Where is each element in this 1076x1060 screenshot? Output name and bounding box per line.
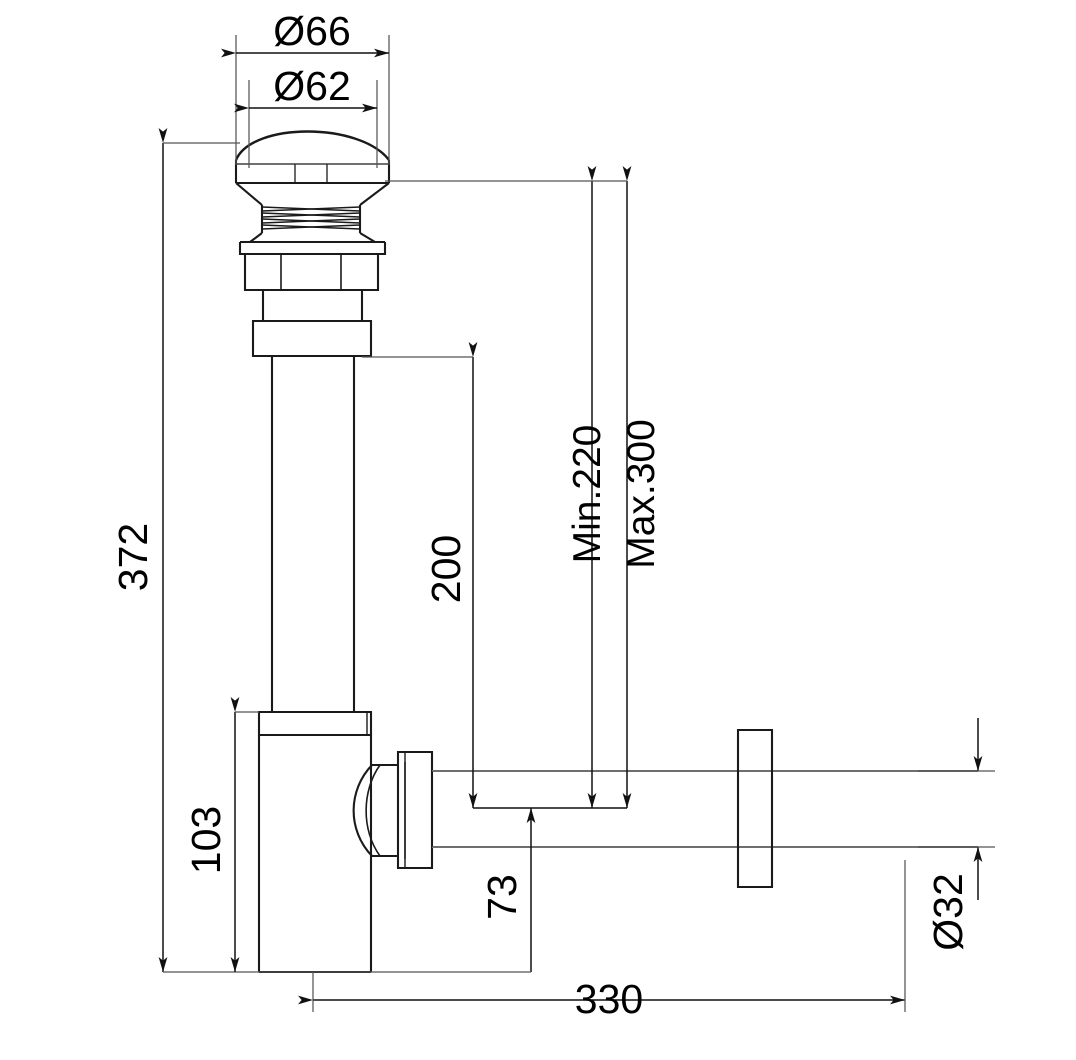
dim-label-min220: Min.220 bbox=[566, 425, 609, 564]
dim-label-73: 73 bbox=[479, 874, 525, 920]
dim-label-dia32: Ø32 bbox=[925, 873, 971, 951]
dim-dia32 bbox=[918, 718, 995, 900]
hex-nut bbox=[243, 254, 380, 292]
lock-nut bbox=[251, 319, 373, 358]
dim-label-200: 200 bbox=[423, 535, 469, 603]
dim-label-103: 103 bbox=[183, 806, 229, 874]
dim-dia62 bbox=[234, 80, 378, 168]
dim-103 bbox=[230, 697, 259, 972]
dim-label-dia62: Ø62 bbox=[273, 63, 351, 109]
dim-label-372: 372 bbox=[110, 523, 156, 591]
outlet-nut bbox=[396, 750, 434, 870]
tailpipe bbox=[270, 356, 356, 712]
dim-max300 bbox=[385, 166, 632, 808]
dimension-layer bbox=[158, 35, 995, 1012]
trap-collar bbox=[257, 710, 373, 737]
trap-body bbox=[257, 735, 373, 974]
shank-taper bbox=[249, 232, 376, 243]
dim-73 bbox=[259, 808, 536, 973]
dim-label-dia66: Ø66 bbox=[273, 8, 351, 54]
cap-taper bbox=[235, 182, 390, 206]
wall-flange bbox=[736, 728, 774, 889]
outlet-pipe bbox=[431, 769, 978, 849]
threaded-section bbox=[260, 205, 362, 233]
dim-label-330: 330 bbox=[575, 976, 643, 1022]
dim-372 bbox=[158, 128, 259, 973]
drain-flange bbox=[238, 240, 387, 256]
tailpipe-upper bbox=[261, 290, 364, 321]
dim-label-max300: Max.300 bbox=[620, 419, 663, 569]
pop-up-cap bbox=[234, 130, 391, 185]
dim-330 bbox=[298, 860, 906, 1012]
dim-200 bbox=[362, 342, 478, 808]
